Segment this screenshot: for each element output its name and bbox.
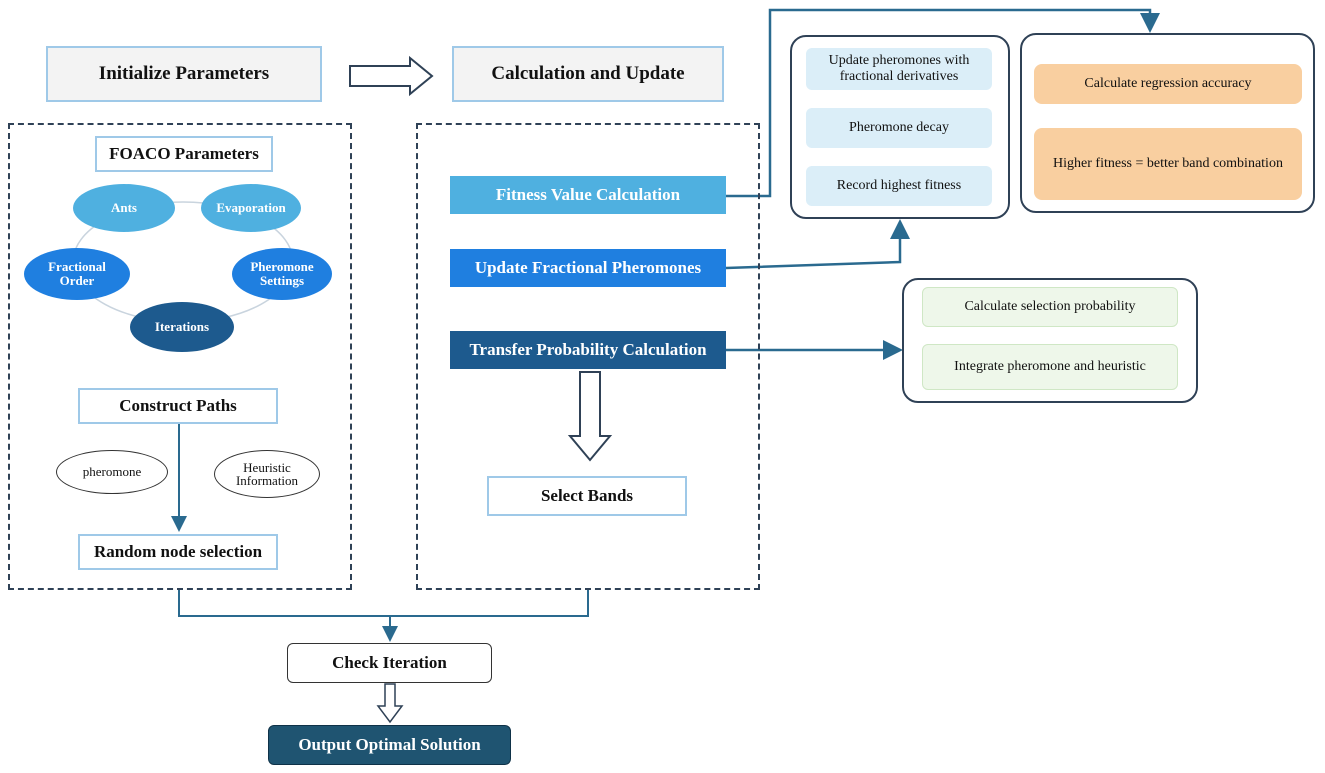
fitness-item-higher-label: Higher fitness = better band combination [1053,156,1283,171]
update-fractional-pheromones-label: Update Fractional Pheromones [474,258,702,277]
select-bands-box: Select Bands [487,476,687,516]
ants-label: Ants [110,200,137,215]
pheromone-item-fractional: Update pheromones with fractional deriva… [806,48,992,90]
initialize-parameters-label: Initialize Parameters [98,63,270,84]
fitness-value-calculation-box: Fitness Value Calculation [450,176,726,214]
fitness-to-panel-line [726,8,1160,198]
fractional-order-node: Fractional Order [24,248,130,300]
update-to-panel-line [725,219,910,270]
select-bands-label: Select Bands [540,486,634,505]
hollow-down-arrow-output [376,683,404,724]
initialize-parameters-box: Initialize Parameters [46,46,322,102]
random-node-selection-label: Random node selection [93,542,263,561]
fitness-item-regression: Calculate regression accuracy [1034,64,1302,104]
probability-item-selection: Calculate selection probability [922,287,1178,327]
evaporation-label: Evaporation [216,200,286,215]
hollow-right-arrow [349,55,434,97]
calculation-update-box: Calculation and Update [452,46,724,102]
pheromone-item-decay: Pheromone decay [806,108,992,148]
fitness-item-higher: Higher fitness = better band combination [1034,128,1302,200]
pheromone-label: pheromone [82,464,142,479]
pheromone-item-record: Record highest fitness [806,166,992,206]
ants-node: Ants [73,184,175,232]
pheromone-settings-label: Pheromone Settings [250,259,314,288]
probability-item-integrate: Integrate pheromone and heuristic [922,344,1178,390]
fitness-value-calculation-label: Fitness Value Calculation [495,185,681,204]
pheromone-settings-node: Pheromone Settings [232,248,332,300]
iterations-node: Iterations [130,302,234,352]
transfer-probability-calculation-label: Transfer Probability Calculation [469,340,707,359]
output-optimal-solution-label: Output Optimal Solution [298,735,481,754]
iterations-label: Iterations [154,319,210,334]
fitness-item-regression-label: Calculate regression accuracy [1084,76,1252,91]
calculation-update-label: Calculation and Update [491,63,685,84]
transfer-probability-calculation-box: Transfer Probability Calculation [450,331,726,369]
foaco-parameters-title: FOACO Parameters [95,136,273,172]
pheromone-item-fractional-label: Update pheromones with fractional deriva… [828,53,970,84]
pheromone-ellipse: pheromone [56,450,168,494]
pheromone-item-record-label: Record highest fitness [836,178,962,193]
construct-paths-box: Construct Paths [78,388,278,424]
heuristic-information-ellipse: Heuristic Information [214,450,320,498]
probability-item-integrate-label: Integrate pheromone and heuristic [954,359,1146,374]
middle-dashed-panel [416,123,760,590]
hollow-down-arrow [567,371,613,462]
update-fractional-pheromones-box: Update Fractional Pheromones [450,249,726,287]
merge-bracket-line [178,590,589,617]
check-iteration-label: Check Iteration [332,653,447,672]
pheromone-item-decay-label: Pheromone decay [849,120,949,135]
evaporation-node: Evaporation [201,184,301,232]
fractional-order-label: Fractional Order [48,259,106,288]
output-optimal-solution-box: Output Optimal Solution [268,725,511,765]
heuristic-information-label: Heuristic Information [235,460,299,488]
left-dashed-panel [8,123,352,590]
random-node-selection-box: Random node selection [78,534,278,570]
probability-item-selection-label: Calculate selection probability [964,299,1136,314]
check-iteration-box: Check Iteration [287,643,492,683]
foaco-parameters-label: FOACO Parameters [109,144,259,163]
construct-paths-label: Construct Paths [119,396,237,415]
